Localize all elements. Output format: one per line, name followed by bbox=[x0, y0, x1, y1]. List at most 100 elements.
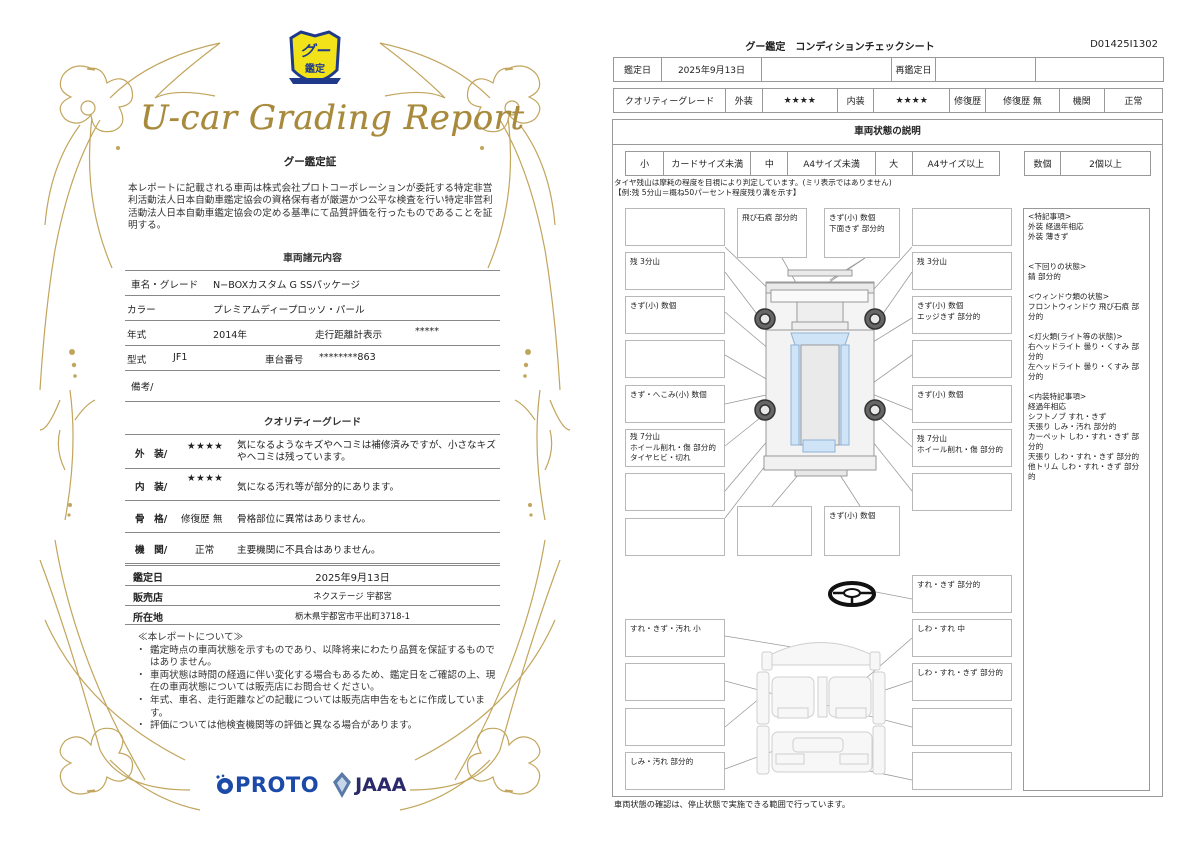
report-notes: ≪本レポートについて≫ 鑑定時点の車両状態を示すものであり、以降将来にわたり品質… bbox=[136, 632, 498, 733]
reappraisal-date-value bbox=[935, 57, 1036, 82]
remarks-line: シフトノブ すれ・きず bbox=[1028, 412, 1107, 421]
jaaa-logo: JAAA bbox=[333, 772, 406, 798]
note-box-rear-center bbox=[737, 506, 812, 556]
quantity-legend: 数個 2個以上 bbox=[1024, 151, 1151, 176]
note-box-top-right bbox=[912, 208, 1012, 246]
model-value: JF1 bbox=[173, 352, 188, 363]
grade-description: 骨格部位に異常はありません。 bbox=[237, 514, 372, 525]
note-item: 車両状態は時間の経過に伴い変化する場合もあるため、鑑定日をご確認の上、現在の車両… bbox=[136, 670, 498, 695]
grade-description: 気になる汚れ等が部分的にあります。 bbox=[237, 482, 400, 493]
tire-note-line: 【例:残 5分山＝概ね50パーセント程度残り溝を示す】 bbox=[614, 188, 801, 197]
vehicle-model-row: 型式 JF1 車台番号 ********863 bbox=[125, 345, 500, 370]
document-id: D01425I1302 bbox=[1090, 39, 1158, 50]
note-line: 残 7分山 bbox=[917, 434, 948, 443]
exterior-stars: ★★★★ bbox=[761, 88, 838, 113]
remarks-line: 天張り しわ・すれ・きず 部分的 bbox=[1028, 452, 1140, 461]
reappraisal-date-label: 再鑑定日 bbox=[891, 57, 936, 82]
remarks-heading: <灯火類(ライト等の状態)> bbox=[1028, 332, 1123, 341]
vehicle-condition-panel: 車両状態の説明 bbox=[612, 119, 1163, 797]
color-value: プレミアムディープロッソ・パール bbox=[213, 305, 365, 316]
grade-value: 正常 bbox=[195, 545, 215, 556]
note-box-left-front-fender: きず(小) 数個 bbox=[625, 296, 725, 334]
remarks-line: 他トリム しわ・すれ・きず 部分的 bbox=[1028, 462, 1140, 481]
special-remarks-box: <特記事項> 外装 経過年相応 外装 薄きず <下回りの状態> 錆 部分的 <ウ… bbox=[1023, 208, 1150, 791]
interior-stars: ★★★★ bbox=[873, 88, 950, 113]
exterior-label: 外装 bbox=[724, 88, 763, 113]
size-small-value: カードサイズ未満 bbox=[663, 151, 752, 176]
appraisal-date-label: 鑑定日 bbox=[613, 57, 662, 82]
damage-size-legend: 小 カードサイズ未満 中 A4サイズ未満 大 A4サイズ以上 bbox=[624, 151, 1001, 176]
grade-stars: ★★★★ bbox=[187, 473, 224, 484]
grading-certificate: グー 鑑定 U-car Grading Report グー鑑定証 本レポートに記… bbox=[0, 0, 600, 848]
chassis-value: ********863 bbox=[319, 352, 376, 363]
several-label: 数個 bbox=[1024, 151, 1061, 176]
note-box-right-front-door bbox=[912, 340, 1012, 378]
svg-text:鑑定: 鑑定 bbox=[305, 62, 325, 75]
remarks-line: 外装 薄きず bbox=[1028, 232, 1069, 241]
grade-row-engine: 機 関/ 正常 主要機関に不具合はありません。 bbox=[125, 532, 500, 564]
grade-value: 修復歴 無 bbox=[181, 514, 223, 525]
note-line: ホイール削れ・傷 部分的 bbox=[630, 442, 716, 452]
size-large-label: 大 bbox=[874, 151, 913, 176]
panel-title: 車両状態の説明 bbox=[613, 120, 1162, 145]
remarks-label: 備考/ bbox=[131, 382, 154, 393]
note-line: ホイール削れ・傷 部分的 bbox=[917, 445, 1003, 454]
note-box-right-front-fender: きず(小) 数個 エッジきず 部分的 bbox=[912, 296, 1012, 334]
note-box-front-center: 飛び石痕 部分的 bbox=[737, 208, 807, 258]
jaaa-mark-icon bbox=[333, 772, 352, 798]
remarks-line: 左ヘッドライト 曇り・くすみ 部分的 bbox=[1028, 362, 1140, 381]
note-box-left-front-tire: 残 3分山 bbox=[625, 252, 725, 290]
size-medium-label: 中 bbox=[750, 151, 789, 176]
note-box-steering: すれ・きず 部分的 bbox=[912, 575, 1012, 613]
proto-mark-icon bbox=[216, 774, 233, 794]
certificate-title: グー鑑定証 bbox=[283, 156, 337, 168]
grade-label: 機 関/ bbox=[135, 545, 168, 556]
remarks-line: 右ヘッドライト 曇り・くすみ 部分的 bbox=[1028, 342, 1140, 361]
note-line: 残 7分山 bbox=[630, 432, 661, 441]
chassis-label: 車台番号 bbox=[265, 355, 304, 366]
odometer-value: ***** bbox=[415, 326, 439, 337]
note-box-left-bottom bbox=[625, 518, 725, 556]
grade-label: 内 装/ bbox=[135, 482, 168, 493]
gold-floral-frame bbox=[39, 42, 571, 811]
note-item: 年式、車名、走行距離などの記載については販売店申告をもとに作成しています。 bbox=[136, 695, 498, 720]
certificate-statement: 本レポートに記載される車両は株式会社プロトコーポレーションが委託する特定非営利活… bbox=[128, 183, 493, 232]
note-box-right-door-trim: しわ・すれ・きず 部分的 bbox=[912, 663, 1012, 701]
check-sheet-title: グー鑑定 コンディションチェックシート bbox=[745, 42, 935, 53]
vehicle-remarks-row: 備考/ bbox=[125, 370, 500, 402]
appraisal-date-row: 鑑定日 2025年9月13日 bbox=[125, 565, 500, 585]
dealer-row: 販売店 ネクステージ 宇都宮 bbox=[125, 585, 500, 605]
vehicle-name-row: 車名・グレード N−BOXカスタム G SSパッケージ bbox=[125, 270, 500, 295]
blank-cell bbox=[1035, 57, 1164, 82]
note-box-left-pillar bbox=[625, 708, 725, 746]
appraisal-date-value: 2025年9月13日 bbox=[315, 573, 390, 584]
quality-section-heading: クオリティーグレード bbox=[263, 417, 362, 428]
grade-label: 外 装/ bbox=[135, 449, 168, 460]
grade-stars: ★★★★ bbox=[187, 441, 224, 452]
model-label: 型式 bbox=[127, 355, 147, 366]
size-medium-value: A4サイズ未満 bbox=[787, 151, 876, 176]
notes-heading: ≪本レポートについて≫ bbox=[138, 632, 244, 643]
note-line: タイヤヒビ・切れ bbox=[630, 453, 691, 462]
condition-check-sheet: グー鑑定 コンディションチェックシート D01425I1302 鑑定日 2025… bbox=[600, 0, 1200, 848]
remarks-line: 天張り しみ・汚れ 部分的 bbox=[1028, 422, 1117, 431]
note-box-top-left bbox=[625, 208, 725, 246]
tire-tread-note: タイヤ残山は摩耗の程度を目視により判定しています。(ミリ表示ではありません) 【… bbox=[614, 178, 892, 198]
grade-description: 主要機関に不具合はありません。 bbox=[237, 545, 381, 556]
year-label: 年式 bbox=[127, 330, 147, 341]
address-label: 所在地 bbox=[133, 613, 163, 624]
engine-value: 正常 bbox=[1103, 88, 1164, 113]
remarks-line: 外装 経過年相応 bbox=[1028, 222, 1084, 231]
grade-row-frame: 骨 格/ 修復歴 無 骨格部位に異常はありません。 bbox=[125, 500, 500, 532]
engine-label: 機関 bbox=[1058, 88, 1105, 113]
grade-description: 気になるようなキズやヘコミは補修済みですが、小さなキズやヘコミは残っています。 bbox=[237, 440, 496, 463]
proto-logo-text: PROTO bbox=[235, 773, 320, 797]
blank-cell bbox=[761, 57, 892, 82]
dealer-value: ネクステージ 宇都宮 bbox=[313, 592, 392, 602]
appraisal-date-label: 鑑定日 bbox=[133, 573, 163, 584]
note-box-right-rear-door: きず(小) 数個 bbox=[912, 385, 1012, 423]
note-item: 評価については他検査機関等の評価と異なる場合があります。 bbox=[136, 720, 498, 733]
note-box-left-rear-tire: 残 7分山 ホイール削れ・傷 部分的 タイヤヒビ・切れ bbox=[625, 429, 725, 467]
tire-note-line: タイヤ残山は摩耗の程度を目視により判定しています。(ミリ表示ではありません) bbox=[614, 178, 892, 187]
grade-label: 骨 格/ bbox=[135, 514, 168, 525]
